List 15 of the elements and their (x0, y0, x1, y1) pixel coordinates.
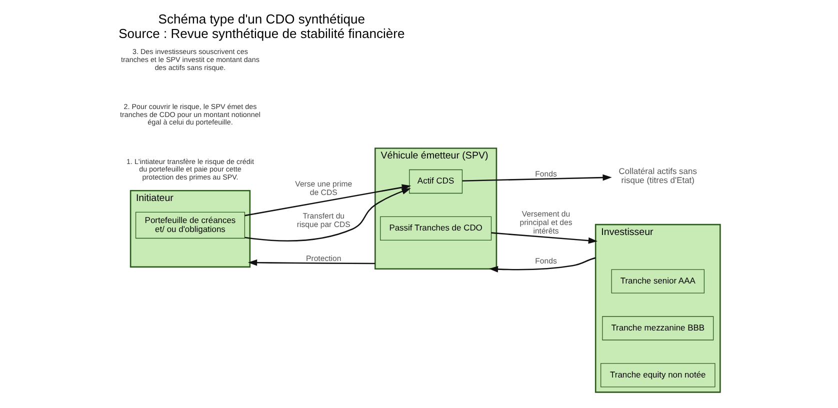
node-box: Portefeuille de créances et/ ou d'obligations (134, 212, 245, 239)
arrow (244, 188, 410, 242)
arrow (490, 232, 598, 244)
node-box: Tranche mezzanine BBB (602, 316, 714, 340)
node-box: Tranche senior AAA (610, 269, 704, 294)
node-box: Actif CDS (408, 169, 462, 194)
arrow (244, 184, 411, 216)
caption: Source : Revue synthétique de stabilité financière (118, 26, 404, 42)
node-text: Collatéral actifs sans risque (titres d'Etat) (618, 166, 696, 186)
arrow (247, 259, 375, 266)
node-box: Passif Tranches de CDO (380, 216, 492, 241)
arrow (462, 174, 612, 182)
diagram-title: Schéma type d'un CDO synthétique (158, 12, 365, 27)
node-box: Tranche equity non notée (600, 363, 715, 388)
arrow (488, 257, 596, 272)
